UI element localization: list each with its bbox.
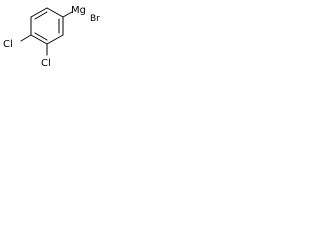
bond-ring-to-cl-left bbox=[20, 34, 32, 42]
ring-double-bond-bottom bbox=[34, 32, 48, 41]
atom-label-cl-left: Cl bbox=[3, 39, 13, 50]
chemical-structure: Mg Br Cl Cl bbox=[3, 5, 100, 69]
ring-bond-c6-c1 bbox=[30, 7, 48, 18]
atom-label-mg: Mg bbox=[71, 5, 86, 16]
ring-bond-c1-c2 bbox=[46, 7, 64, 18]
bond-ring-to-mg bbox=[62, 11, 73, 18]
ring-bond-c4-c5 bbox=[30, 34, 48, 45]
atom-label-cl-bottom: Cl bbox=[41, 58, 51, 69]
benzene-ring bbox=[30, 7, 64, 45]
atom-label-br: Br bbox=[90, 14, 100, 24]
ring-bond-c3-c4 bbox=[46, 34, 64, 45]
ring-double-bond-top bbox=[34, 11, 48, 20]
